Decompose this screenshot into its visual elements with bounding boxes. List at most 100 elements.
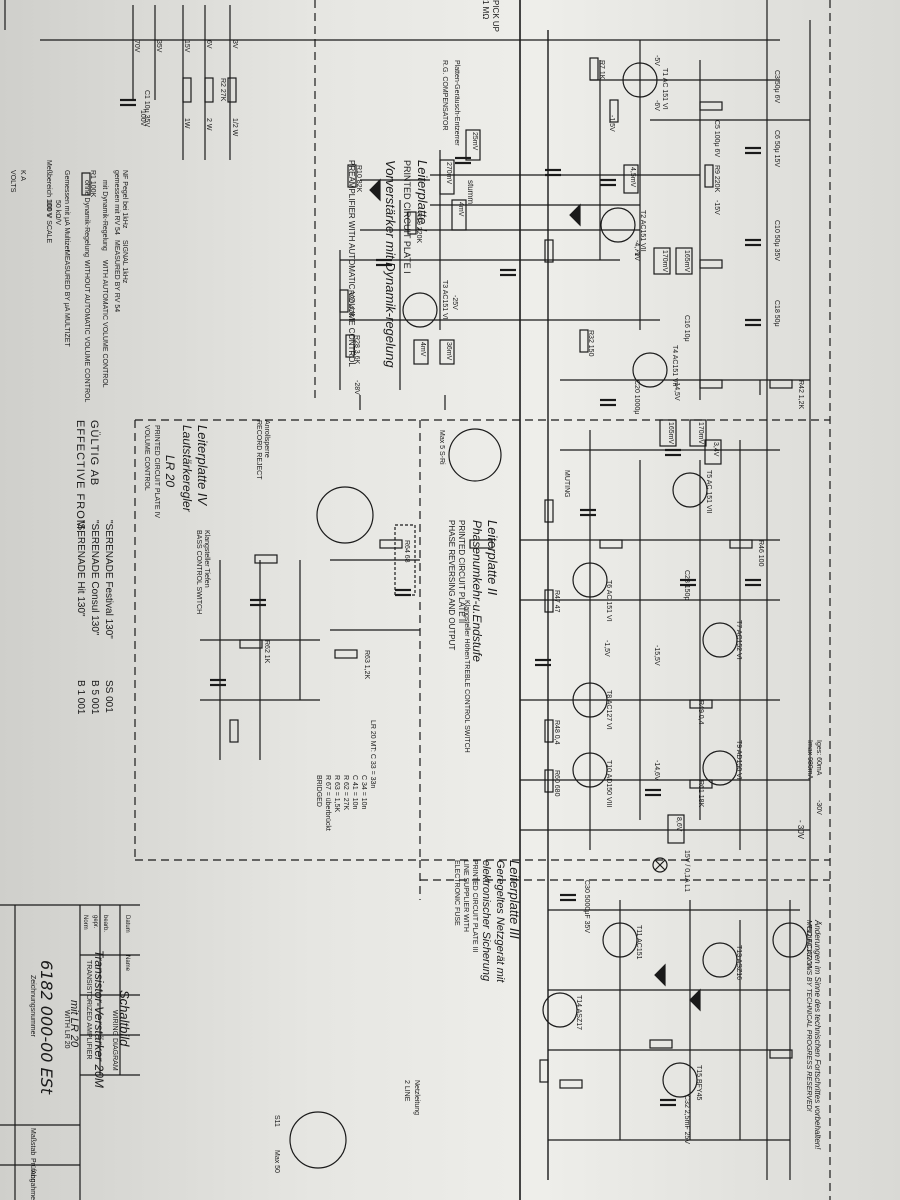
label-c32: C32 2,5mF 25V: [683, 1095, 690, 1145]
plate3-subtitle-en-2: LINE SUPPLIER WITH: [462, 860, 469, 932]
plate1-subtitle-en: PRINTED CIRCUIT PLATE I: [402, 160, 412, 274]
title-de2: WIRING DIAGRAM: [111, 1010, 118, 1071]
label-r22: R26 47K: [347, 290, 354, 318]
voltage-10: -14,6V: [653, 760, 660, 781]
label-t5: T5 AC 151 VII: [705, 470, 712, 514]
signal-7: 4mV: [419, 342, 426, 357]
legend-with-avc-en: WITH AUTOMATIC VOLUME CONTROL: [101, 260, 108, 388]
plate4-title: Leiterplatte IV: [195, 425, 210, 506]
anti-rumble-label: Anrollsperre: [263, 420, 270, 458]
plate4-subtitle-en-1: PRINTED CIRCUIT PLATE IV: [153, 425, 160, 519]
signal-8: 36mV: [445, 342, 452, 361]
legend-measured: gemessen mit RV 54: [113, 170, 120, 235]
legend-without-avc-en: WITHOUT AUTOMATIC VOLUME CONTROL: [83, 260, 90, 403]
lr20-note-3: C 41 = 10n: [351, 775, 358, 810]
plate2-subtitle-de: Phasenumkehr-u.Endstufe: [470, 520, 484, 662]
label-r1: R1 100K: [89, 170, 96, 198]
plate3-subtitle-en-1: PRINTED CIRCUIT PLATE III: [471, 860, 478, 953]
plate4-subtitle-en-2: VOLUME CONTROL: [143, 425, 150, 491]
label-t15: T15 BFY45: [695, 1065, 702, 1101]
legend-scale-0: 3V: [231, 40, 238, 49]
tb-col-2: Abnahme: [29, 1170, 36, 1200]
label-r25: R28 3,6K: [353, 335, 360, 365]
plate1-subtitle-de: Vorverstärker mit Dynamik-regelung: [383, 160, 398, 368]
legend-res-0: 1/2 W: [231, 118, 238, 137]
label-t1: T1 AC 151 VI: [661, 68, 668, 110]
signal-2: 270mV: [445, 162, 452, 185]
treble-en: TREBLE CONTROL SWITCH: [463, 660, 470, 753]
tb-row-4: Norm: [82, 915, 88, 930]
lamp-label: 15V / 0,1A L1: [683, 850, 690, 893]
legend-nf-en: SIGNAL 1kHz: [121, 240, 128, 284]
modify-de: Änderungen im Sinne des technischen Fort…: [813, 920, 822, 1150]
plate1-entzerrer-en: R.G. COMPENSATOR: [441, 60, 448, 131]
plate3-subtitle-en-3: ELECTRONIC FUSE: [453, 860, 460, 926]
voltage-9: -15,5V: [653, 645, 660, 666]
label-t3: T3 AC151 VI: [441, 280, 448, 320]
label-c20: C20 1000μ: [633, 380, 640, 415]
plate3-subtitle-de-2: elektronischer Sicherung: [480, 860, 492, 982]
validity-serial-1: SS 001: [103, 680, 114, 713]
label-r62: R64 68: [403, 540, 410, 563]
lr20-note-5: R 63 = 1,5K: [333, 775, 340, 813]
label-c28: C28 150p: [683, 570, 690, 601]
record-reject-label: RECORD REJECT: [255, 420, 262, 480]
label-t12: T12 AC152 VI: [805, 925, 812, 969]
label-r10: R10 82K: [355, 165, 362, 193]
legend-with-avc: mit Dynamik-Regelung: [101, 180, 108, 251]
lr20-note-2: C 34 = 10n: [360, 775, 367, 810]
tb-row-3: gepr.: [92, 915, 98, 929]
legend-meter1-en: MEASURED BY μA MULTIZET: [63, 250, 70, 347]
voltage-4: -4,7V: [633, 240, 640, 257]
line-label: 2 LINE: [403, 1080, 410, 1102]
legend-nf: NF Pegel bei 1kHz: [121, 170, 128, 229]
voltage-5: -14,5V: [673, 380, 680, 401]
document-number: 6182 000-00 ESt: [37, 960, 56, 1095]
tb-col-0: Maßstab: [29, 1128, 36, 1156]
bass-en: BASS CONTROL SWITCH: [195, 530, 202, 615]
label-r2: R2 27K: [219, 78, 226, 102]
label-r48: R60 680: [553, 770, 560, 797]
signal-1: 25mV: [471, 132, 478, 151]
validity-model-2: "SERENADE Consul 130": [89, 520, 100, 636]
lr20-note-4: R 62 = 27K: [342, 775, 349, 811]
validity-serial-2: B 5 001: [89, 680, 100, 715]
voltage-6: -15V: [713, 200, 720, 215]
label-t8: T8 AC127 VI: [605, 690, 612, 730]
bass-label: Klangsteller Tiefen: [203, 530, 210, 588]
legend-scale-2: 15V: [183, 40, 190, 53]
label-r49: R61 18K: [697, 780, 704, 808]
label-r42: R47 47: [553, 590, 560, 613]
line-voltage-label: Netzleitung: [413, 1080, 420, 1116]
voltage-2: -6V: [653, 100, 660, 111]
signal-10: 170mV: [697, 422, 704, 445]
label-r30: R32 150: [587, 330, 594, 357]
label-r46: R48 0,4: [553, 720, 560, 745]
legend-ka: K A: [19, 170, 26, 181]
legend-res-1: 2 W: [205, 118, 212, 131]
label-t9: T9 AD150 VI: [735, 740, 742, 780]
validity-model-3: "SERENADE Hit 130": [75, 520, 86, 617]
label-c3: C3 50μ 6V: [773, 70, 780, 104]
signal-11: 3,4V: [712, 442, 719, 457]
title-de: Schaltbild: [117, 990, 132, 1047]
max-s5-label: Max 5 S-Ri: [438, 430, 445, 465]
pickup-ohm: 1 MΩ: [481, 0, 490, 20]
label-t6: T6 AC 151 VI: [605, 580, 612, 622]
lr20-note-6: R 67 = überbrückt: [324, 775, 331, 831]
voltage-11: -28V: [353, 380, 360, 395]
voltage-1: -5V: [653, 55, 660, 66]
label-c1: C1 10μ 35V: [143, 90, 150, 128]
validity-serial-3: B 1 001: [75, 680, 86, 715]
plate3-title: Leiterplatte III: [507, 860, 522, 939]
label-c10: C10 50μ 35V: [773, 220, 780, 262]
label-r47: R49 0,4: [697, 700, 704, 725]
validity-model-1: "SERENADE Festival 130": [103, 520, 114, 639]
signal-6: 170mV: [661, 250, 668, 273]
label-r7: R7 1K: [598, 60, 605, 80]
label-c16: C16 10μ: [683, 315, 690, 342]
label-t14: T14 ASZ17: [575, 995, 582, 1031]
lr20-note-1: LR 20 MT: C 33 = 33n: [369, 720, 376, 789]
